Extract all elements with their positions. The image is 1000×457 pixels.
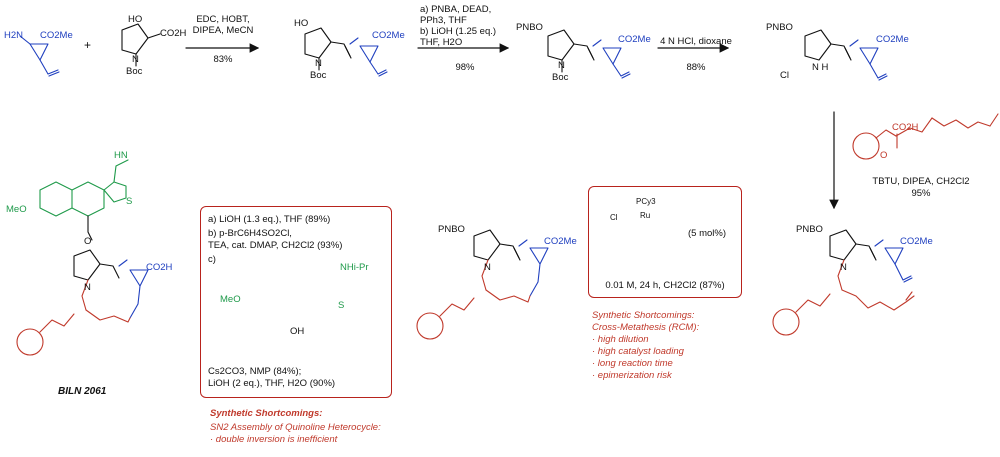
pnbo-label-1: PNBO [516,22,543,33]
final-steps-box [200,206,392,398]
acid-label-2: CO2H [892,122,919,133]
step4-reagents: TBTU, DIPEA, CH2Cl2 [872,176,970,187]
product-nitrogen-label: N [84,282,91,293]
sn2-shortcomings-subtitle: SN2 Assembly of Quinoline Heterocycle: [210,422,381,433]
final-step-b2: TEA, cat. DMAP, CH2Cl2 (93%) [208,240,343,251]
step2-reagents-4: THF, H2O [420,37,463,48]
nitrogen-label-1: N [132,54,139,65]
boc-label-3: Boc [552,72,569,83]
step3-reagents: 4 N HCl, dioxane [660,36,732,47]
pnbo-label-3: PNBO [796,224,823,235]
hydroxy-label-1: HO [128,14,143,25]
ester-label-1: CO2Me [40,30,73,41]
rcm-shortcoming-1: · high dilution [592,334,649,345]
sn2-shortcomings-title: Synthetic Shortcomings: [210,408,323,419]
catalyst-ru-label: Ru [640,211,651,220]
product-s-label: S [126,196,133,207]
final-step-c: c) [208,254,216,265]
boc-hydroxyproline-structure [121,23,161,67]
boc-label-1: Boc [126,66,143,77]
step2-reagents-3: b) LiOH (1.25 eq.) [420,26,497,37]
nonenoic-acid-carbamate-structure [852,113,999,160]
rcm-shortcomings-subtitle: Cross-Metathesis (RCM): [592,322,700,333]
dipeptide-structure [304,27,388,77]
ester-label-6: CO2Me [544,236,577,247]
boc-label-2: Boc [310,70,327,81]
product-ether-o-label: O [84,236,92,247]
step3-yield: 88% [686,62,706,73]
step2-reagents-1: a) PNBA, DEAD, [420,4,492,15]
nitrogen-label-4: N [840,262,847,273]
nitrogen-label-5: N [484,262,491,273]
ester-label-2: CO2Me [372,30,405,41]
catalyst-cl-label-1: Cl [610,213,618,222]
pnb-ester-structure [547,29,631,79]
final-step-b1: b) p-BrC6H4SO2Cl, [208,228,292,239]
rcm-conditions: 0.01 M, 24 h, CH2Cl2 (87%) [605,280,725,291]
step2-reagents-2: PPh3, THF [420,15,467,26]
reagent-methoxy-label: MeO [220,294,241,305]
biln2061-structure [16,159,149,356]
catalyst-loading: (5 mol%) [688,228,727,239]
ester-label-5: CO2Me [900,236,933,247]
reagent-oh-label: OH [290,326,305,337]
reagent-nhipr-label: NHi-Pr [340,262,369,273]
product-hn-label: HN [114,150,128,161]
rcm-conditions-box [588,186,742,298]
rcm-shortcoming-2: · high catalyst loading [592,346,684,357]
diene-intermediate-structure [772,229,915,336]
step1-yield: 83% [213,54,233,65]
step1-reagents-1: EDC, HOBT, [196,14,250,25]
plus-sign: + [84,38,92,52]
chloride-label: Cl [780,70,789,81]
product-name: BILN 2061 [58,386,107,397]
sn2-shortcoming-1: · double inversion is inefficient [210,434,338,445]
ester-label-4: CO2Me [876,34,909,45]
rcm-shortcomings-title: Synthetic Shortcomings: [592,310,695,321]
nitrogen-label-2: N [315,58,322,69]
ester-label-3: CO2Me [618,34,651,45]
amine-hydrochloride-structure [804,29,888,81]
rcm-shortcoming-3: · long reaction time [592,358,673,369]
carbamate-o-label: O [880,150,888,161]
final-step-c1: Cs2CO3, NMP (84%); [208,366,302,377]
step1-reagents-2: DIPEA, MeCN [192,25,254,36]
final-step-a: a) LiOH (1.3 eq.), THF (89%) [208,214,331,225]
product-methoxy-label: MeO [6,204,27,215]
final-step-c2: LiOH (2 eq.), THF, H2O (90%) [208,378,336,389]
nitrogen-label-3: N [558,60,565,71]
pnbo-label-2: PNBO [766,22,793,33]
step2-yield: 98% [455,62,475,73]
hydroxy-label-2: HO [294,18,309,29]
macrocycle-structure [416,229,549,340]
product-acid-label: CO2H [146,262,173,273]
acid-label-1: CO2H [160,28,187,39]
catalyst-pcy3-label: PCy3 [636,197,656,206]
pnbo-label-4: PNBO [438,224,465,235]
amine-label: H2N [4,30,24,41]
rcm-shortcoming-4: · epimerization risk [592,370,672,381]
cyclopropane-amine-structure [19,35,60,77]
reagent-s-label: S [338,300,345,311]
ammonium-label: N H [812,62,829,73]
step4-yield: 95% [911,188,931,199]
